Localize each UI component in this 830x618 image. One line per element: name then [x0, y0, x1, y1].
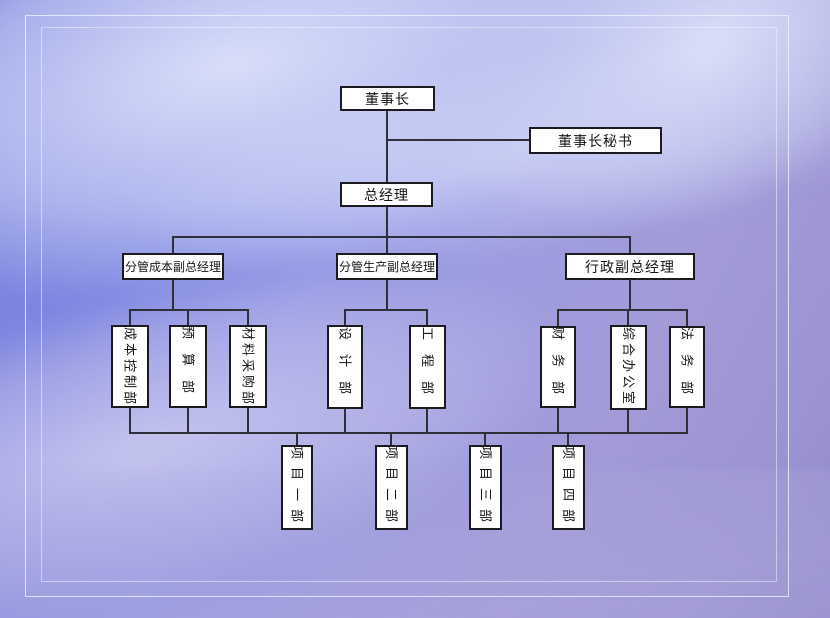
- org-box-dept-project-4: 项目四部: [552, 445, 585, 530]
- org-box-dept-legal: 法务部: [669, 326, 705, 408]
- org-box-dept-finance: 财务部: [540, 326, 576, 408]
- org-box-dept-general-office: 综合办公室: [610, 325, 647, 410]
- dept-budget-label: 预算部: [180, 326, 196, 408]
- dept-finance-label: 财务部: [550, 326, 566, 408]
- vp-admin-label: 行政副总经理: [585, 258, 675, 275]
- org-box-general-manager: 总经理: [340, 182, 433, 207]
- org-box-vp-production: 分管生产副总经理: [336, 253, 438, 280]
- org-box-dept-project-1: 项目一部: [281, 445, 313, 530]
- org-box-dept-project-3: 项目三部: [469, 445, 502, 530]
- chairman-label: 董事长: [365, 90, 410, 107]
- org-box-dept-project-2: 项目二部: [375, 445, 408, 530]
- vp-cost-label: 分管成本副总经理: [124, 260, 221, 274]
- dept-project-4-label: 项目四部: [561, 445, 576, 530]
- dept-project-2-label: 项目二部: [384, 445, 399, 530]
- dept-engineering-label: 工程部: [420, 326, 435, 408]
- dept-design-label: 设计部: [337, 326, 353, 408]
- dept-project-1-label: 项目一部: [289, 445, 305, 530]
- org-box-dept-design: 设计部: [327, 325, 363, 409]
- org-box-dept-engineering: 工程部: [409, 325, 446, 409]
- vp-production-label: 分管生产副总经理: [338, 260, 435, 274]
- org-box-vp-cost: 分管成本副总经理: [122, 253, 224, 280]
- dept-general-office-label: 综合办公室: [621, 327, 636, 408]
- dept-cost-control-label: 成本控制部: [122, 326, 138, 407]
- org-box-vp-admin: 行政副总经理: [565, 253, 695, 280]
- dept-legal-label: 法务部: [679, 326, 695, 408]
- org-box-dept-budget: 预算部: [169, 325, 207, 408]
- org-box-dept-cost-control: 成本控制部: [111, 325, 149, 408]
- org-box-chairman: 董事长: [340, 86, 435, 111]
- org-box-secretary: 董事长秘书: [529, 127, 662, 154]
- org-box-dept-material-purchasing: 材料采购部: [229, 325, 267, 408]
- general-manager-label: 总经理: [364, 186, 409, 203]
- dept-project-3-label: 项目三部: [478, 445, 493, 530]
- secretary-label: 董事长秘书: [558, 132, 633, 149]
- dept-material-purchasing-label: 材料采购部: [240, 326, 256, 407]
